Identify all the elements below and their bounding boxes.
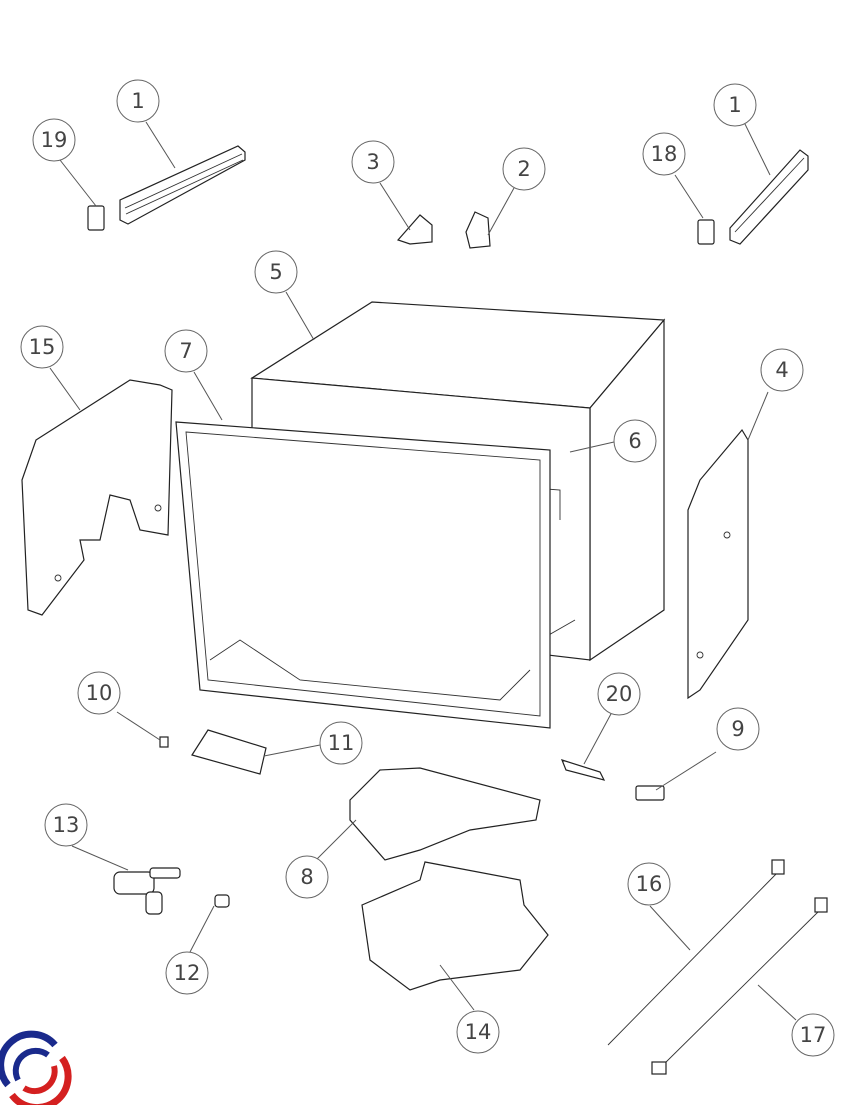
part-base-tray-8[interactable] [349,767,541,861]
callout-19[interactable]: 19 [32,118,76,162]
callout-15[interactable]: 15 [20,325,64,369]
leader-lines [49,121,797,1021]
svg-text:4: 4 [775,358,788,382]
part-screw-10[interactable] [159,736,169,748]
part-rail-right[interactable] [729,149,809,245]
callout-1a[interactable]: 1 [116,79,160,123]
svg-text:5: 5 [269,260,282,284]
callout-17[interactable]: 17 [791,1013,835,1057]
callout-5[interactable]: 5 [254,250,298,294]
callout-2[interactable]: 2 [502,147,546,191]
svg-text:20: 20 [606,682,633,706]
svg-text:8: 8 [300,865,313,889]
callout-14[interactable]: 14 [456,1010,500,1054]
brand-logo [0,1030,72,1105]
part-base-14[interactable] [361,861,549,991]
callout-8[interactable]: 8 [285,855,329,899]
svg-text:9: 9 [731,717,744,741]
callout-16[interactable]: 16 [627,862,671,906]
part-cable-16[interactable] [607,859,785,1046]
callout-11[interactable]: 11 [319,721,363,765]
part-cable-17[interactable] [651,897,828,1075]
callout-7[interactable]: 7 [164,329,208,373]
svg-text:1: 1 [131,89,144,113]
svg-text:7: 7 [179,339,192,363]
svg-text:12: 12 [174,961,201,985]
part-side-panel-left[interactable] [21,379,173,616]
svg-text:3: 3 [366,150,379,174]
part-circuit-board-11[interactable] [191,729,267,775]
callout-13[interactable]: 13 [44,803,88,847]
part-hinge-3[interactable] [396,214,433,245]
svg-text:13: 13 [53,813,80,837]
part-rail-clip-left[interactable] [87,205,105,231]
svg-text:1: 1 [728,93,741,117]
svg-text:19: 19 [41,128,68,152]
callout-6[interactable]: 6 [613,419,657,463]
svg-text:10: 10 [86,681,113,705]
callout-10[interactable]: 10 [77,671,121,715]
callout-1b[interactable]: 1 [713,83,757,127]
svg-text:14: 14 [465,1020,492,1044]
svg-text:2: 2 [517,157,530,181]
callout-4[interactable]: 4 [760,348,804,392]
svg-text:15: 15 [29,335,56,359]
svg-text:17: 17 [800,1023,827,1047]
svg-text:11: 11 [328,731,355,755]
callout-20[interactable]: 20 [597,672,641,716]
part-rail-left[interactable] [119,145,246,225]
callout-9[interactable]: 9 [716,707,760,751]
part-side-panel-right[interactable] [687,428,749,700]
callout-18[interactable]: 18 [642,132,686,176]
part-hinge-2[interactable] [465,211,491,249]
part-door-frame[interactable] [175,421,551,729]
part-clip-12[interactable] [214,894,230,908]
svg-text:6: 6 [628,429,641,453]
part-sensor-20[interactable] [560,759,606,781]
part-rail-clip-right[interactable] [697,219,715,245]
callout-3[interactable]: 3 [351,140,395,184]
callout-12[interactable]: 12 [165,951,209,995]
part-valve-13[interactable] [113,867,181,915]
svg-text:16: 16 [636,872,663,896]
svg-text:18: 18 [651,142,678,166]
